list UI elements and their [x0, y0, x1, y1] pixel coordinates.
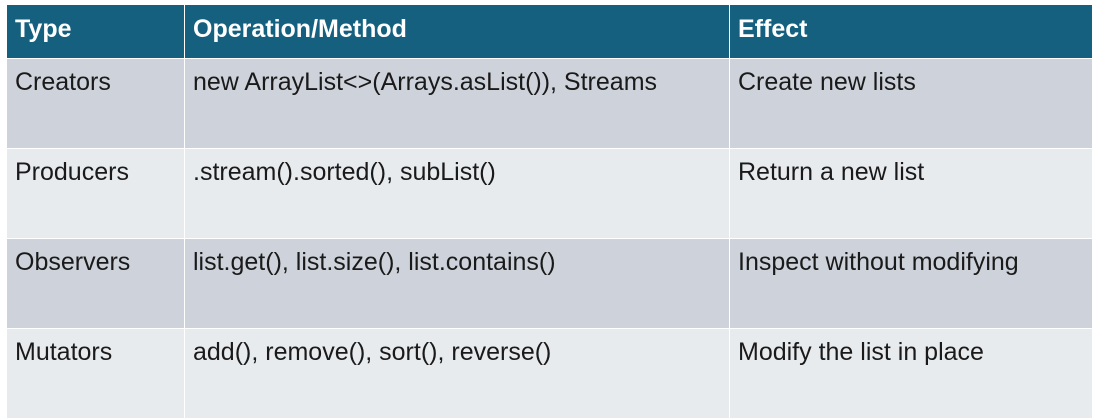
cell-operation-method: .stream().sorted(), subList()	[184, 148, 730, 239]
table-row-mutators: Mutators add(), remove(), sort(), revers…	[6, 328, 1093, 419]
cell-type: Mutators	[6, 328, 185, 419]
table-row-creators: Creators new ArrayList<>(Arrays.asList()…	[6, 58, 1093, 149]
cell-operation-method: add(), remove(), sort(), reverse()	[184, 328, 730, 419]
cell-type: Observers	[6, 238, 185, 329]
cell-operation-method: new ArrayList<>(Arrays.asList()), Stream…	[184, 58, 730, 149]
list-operations-table: Type Operation/Method Effect Creators ne…	[6, 4, 1093, 419]
cell-effect: Return a new list	[729, 148, 1093, 239]
header-effect: Effect	[729, 4, 1093, 59]
cell-type: Producers	[6, 148, 185, 239]
header-operation-method: Operation/Method	[184, 4, 730, 59]
header-type: Type	[6, 4, 185, 59]
cell-effect: Create new lists	[729, 58, 1093, 149]
cell-type: Creators	[6, 58, 185, 149]
cell-effect: Inspect without modifying	[729, 238, 1093, 329]
table-row-producers: Producers .stream().sorted(), subList() …	[6, 148, 1093, 239]
cell-operation-method: list.get(), list.size(), list.contains()	[184, 238, 730, 329]
table-row-observers: Observers list.get(), list.size(), list.…	[6, 238, 1093, 329]
cell-effect: Modify the list in place	[729, 328, 1093, 419]
table-header-row: Type Operation/Method Effect	[6, 4, 1093, 59]
